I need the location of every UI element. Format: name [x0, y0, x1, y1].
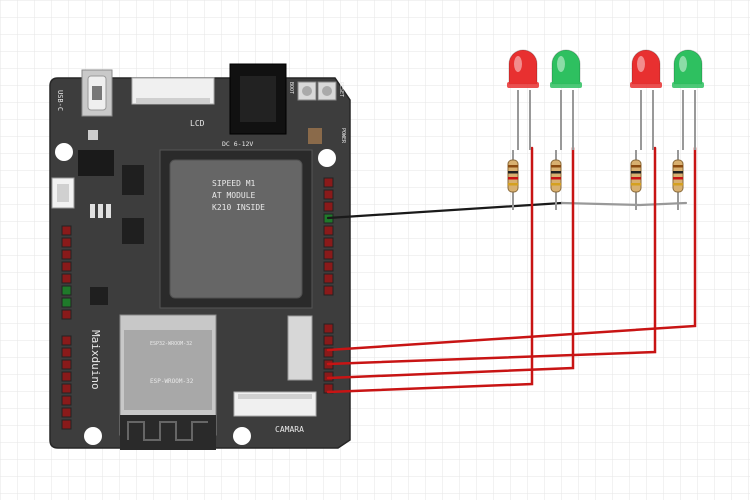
- reset-button: [317, 81, 337, 101]
- battery-connector: [51, 177, 75, 209]
- wifi-module-line1: ESP32-WROOM-32: [150, 341, 192, 347]
- header-pin: [61, 395, 72, 406]
- led-red: [507, 49, 539, 150]
- header-pin: [61, 273, 72, 284]
- header-pin: [61, 261, 72, 272]
- power-pin-label: POWER: [340, 128, 346, 144]
- reset-label: RESET: [338, 82, 344, 97]
- header-pin: [323, 323, 334, 334]
- led-indicator: [88, 130, 98, 140]
- crystal: [308, 128, 322, 144]
- lcd-connector: [131, 77, 215, 105]
- header-pin: [61, 285, 72, 296]
- header-pin: [61, 383, 72, 394]
- header-pin: [323, 371, 334, 382]
- header-pin: [323, 273, 334, 284]
- wire-red-led-2: [326, 146, 657, 366]
- header-pin: [323, 335, 334, 346]
- wire-red-led-1: [326, 146, 534, 394]
- sipeed-m1-module: [159, 149, 313, 309]
- camera-connector: [233, 391, 317, 417]
- header-pin: [323, 225, 334, 236]
- maixduino-board: USB-C LCD DC 6-12V BOOT RESET: [49, 63, 351, 450]
- led-array: [507, 49, 704, 210]
- lcd-label: LCD: [190, 119, 205, 128]
- power-label: DC 6-12V: [222, 140, 253, 148]
- header-pin: [61, 297, 72, 308]
- left-header: [61, 225, 72, 430]
- small-chip: [122, 218, 144, 244]
- small-chip: [90, 287, 108, 305]
- wire-green-led-1: [326, 146, 575, 380]
- camera-label: CAMARA: [275, 425, 304, 434]
- header-pin: [61, 407, 72, 418]
- led-green: [672, 49, 704, 150]
- header-pin: [323, 285, 334, 296]
- header-pin: [61, 335, 72, 346]
- usb-connector: [81, 69, 113, 117]
- ground-bus: [560, 201, 688, 207]
- header-pin: [323, 261, 334, 272]
- board-name: Maixduino: [89, 330, 102, 390]
- header-pin: [61, 359, 72, 370]
- header-pin: [61, 419, 72, 430]
- resistor: [507, 150, 519, 210]
- header-pin: [323, 249, 334, 260]
- led-green: [550, 49, 582, 150]
- wire-green-led-2: [326, 146, 697, 352]
- chip-label-3: K210 INSIDE: [212, 203, 265, 212]
- right-header: [323, 177, 334, 394]
- resistor: [550, 150, 562, 210]
- esp32-module: [119, 314, 217, 450]
- header-pin: [323, 189, 334, 200]
- mounting-hole: [318, 149, 336, 167]
- resistor: [672, 150, 684, 210]
- header-pin: [323, 347, 334, 358]
- dc-power-jack: [229, 63, 287, 135]
- usb-label: USB-C: [56, 90, 64, 111]
- ground-wire: [326, 201, 564, 220]
- regulator-chip: [78, 150, 114, 176]
- wifi-module-line2: ESP-WROOM-32: [150, 378, 194, 385]
- boot-label: BOOT: [288, 82, 294, 94]
- chip-label-2: AT MODULE: [212, 191, 256, 200]
- resistor: [630, 150, 642, 210]
- chip-label-1: SIPEED M1: [212, 179, 256, 188]
- small-chip: [122, 165, 144, 195]
- wires: [326, 146, 697, 394]
- header-pin: [61, 249, 72, 260]
- header-pin: [61, 225, 72, 236]
- header-pin: [61, 309, 72, 320]
- mounting-hole: [233, 427, 251, 445]
- header-pin: [61, 237, 72, 248]
- switch-block: [287, 315, 313, 381]
- header-pin: [61, 347, 72, 358]
- mounting-hole: [84, 427, 102, 445]
- boot-button: [297, 81, 317, 101]
- led-red: [630, 49, 662, 150]
- header-pin: [323, 177, 334, 188]
- header-pin: [323, 201, 334, 212]
- mounting-hole: [55, 143, 73, 161]
- header-pin: [323, 237, 334, 248]
- header-pin: [61, 371, 72, 382]
